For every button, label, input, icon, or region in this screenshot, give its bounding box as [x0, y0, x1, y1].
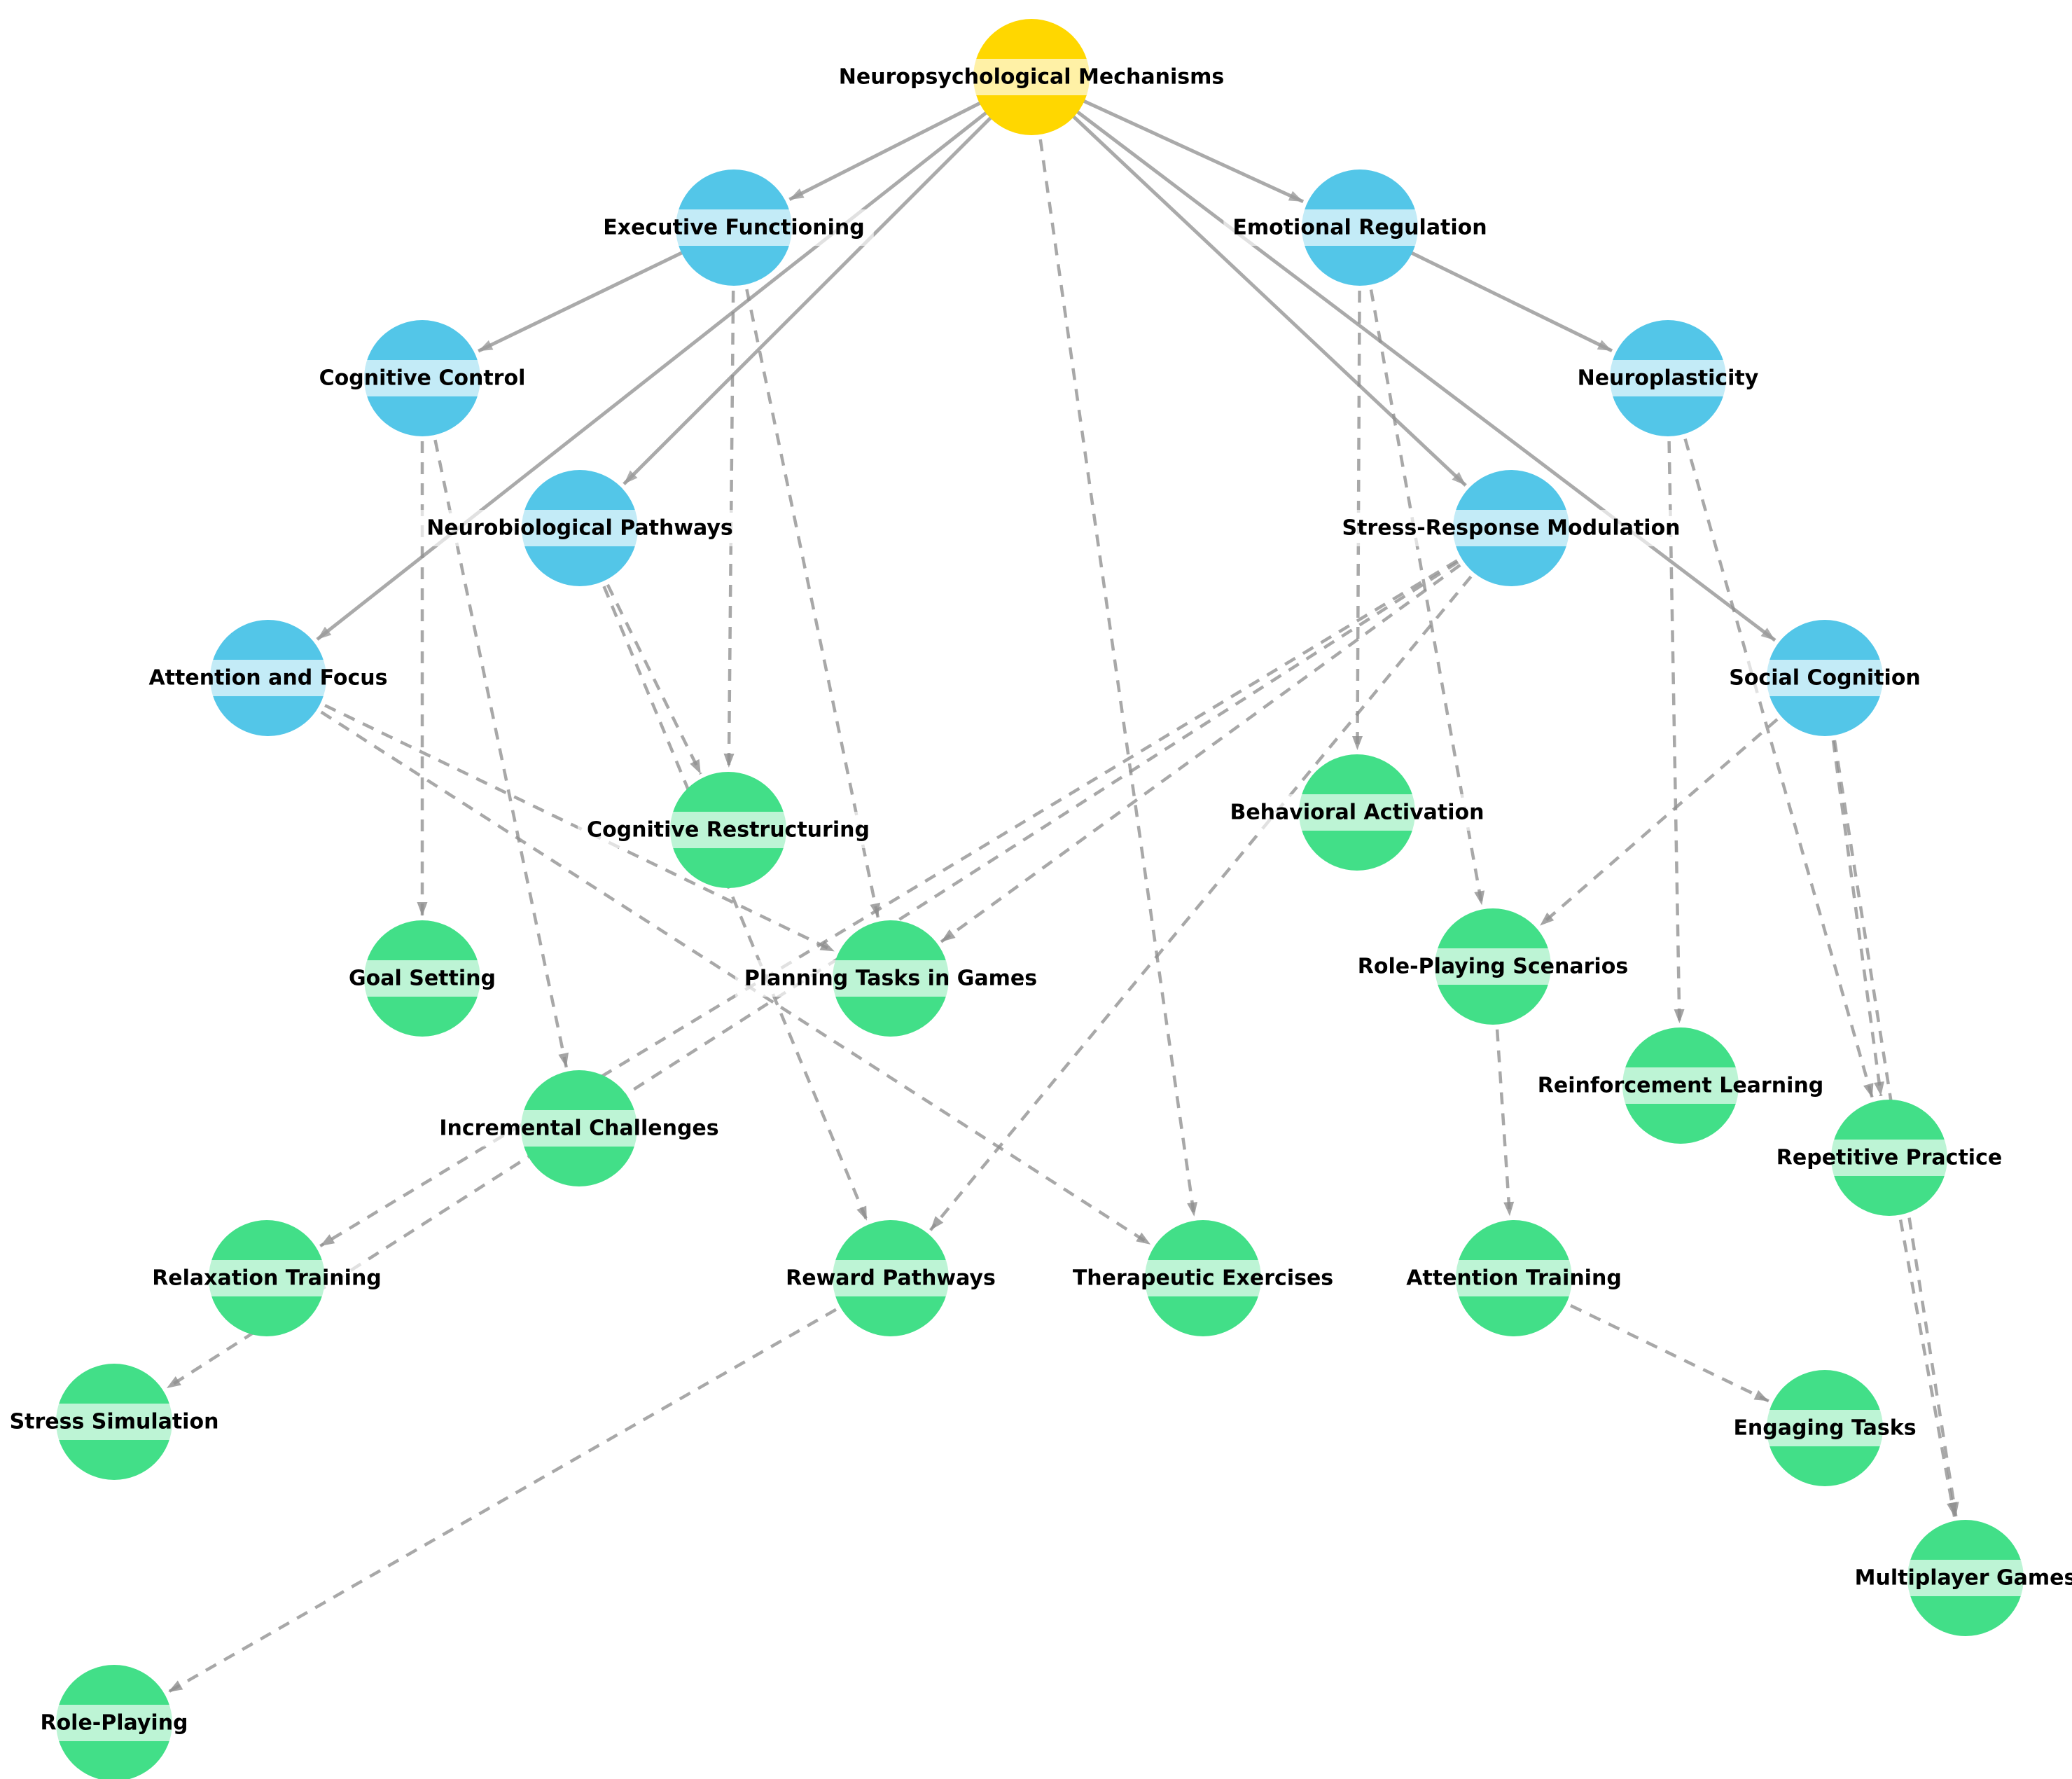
node-label-RWP: Reward Pathways — [786, 1266, 996, 1291]
edge-NP-RPR — [1666, 378, 1874, 1098]
edge-ER-BA — [1356, 227, 1362, 751]
edge-SRM-SS — [165, 527, 1513, 1390]
arrowhead-ER-NP — [1597, 340, 1613, 351]
node-label-RPS: Role-Playing Scenarios — [1358, 955, 1628, 979]
arrowhead-RPR-MG — [1947, 1502, 1957, 1517]
arrowhead-NP-RL — [1674, 1009, 1685, 1024]
node-label-SS: Stress Simulation — [10, 1410, 219, 1434]
edge-SRM-RWP — [929, 527, 1513, 1231]
label-band-RL — [1528, 1067, 1833, 1104]
label-band-SC — [1720, 660, 1930, 696]
arrowhead-SC-RPS — [1540, 912, 1555, 926]
label-band-GS — [340, 960, 505, 997]
label-band-RPR — [1767, 1140, 2012, 1176]
node-label-NP: Neuroplasticity — [1578, 366, 1759, 391]
edge-AF-TE — [267, 677, 1152, 1246]
label-band-MG — [1845, 1560, 2072, 1596]
arrowhead-NM-ER — [1288, 191, 1304, 202]
node-label-RT: Relaxation Training — [152, 1266, 382, 1291]
edge-ER-RPS — [1358, 227, 1484, 906]
node-label-RPR: Repetitive Practice — [1777, 1146, 2002, 1170]
edge-NM-SRM — [1030, 76, 1467, 487]
label-band-RT — [143, 1260, 391, 1296]
label-band-RWP — [777, 1260, 1005, 1296]
arrowhead-NBP-CR — [690, 759, 701, 775]
edge-NM-TE — [1029, 76, 1196, 1217]
node-label-PT: Planning Tasks in Games — [744, 967, 1037, 991]
edge-NM-SC — [1030, 76, 1777, 642]
node-label-SRM: Stress-Response Modulation — [1342, 516, 1680, 541]
arrowhead-SC-RPR — [1874, 1081, 1884, 1096]
label-band-ER — [1223, 209, 1496, 246]
label-band-CR — [578, 812, 879, 848]
label-band-EF — [594, 209, 874, 246]
label-band-SRM — [1333, 510, 1690, 546]
arrowhead-RPS-AT — [1503, 1201, 1515, 1217]
edge-layer — [165, 75, 1959, 1694]
arrowhead-AT-ET — [1753, 1390, 1769, 1401]
arrowhead-ER-RPS — [1474, 890, 1485, 906]
node-label-ER: Emotional Regulation — [1232, 216, 1487, 240]
node-label-GS: Goal Setting — [349, 967, 496, 991]
label-band-AF — [139, 660, 397, 696]
edge-EF-CR — [727, 227, 736, 768]
node-label-NBP: Neurobiological Pathways — [426, 516, 733, 541]
label-band-NP — [1568, 360, 1768, 396]
label-band-IC — [430, 1110, 728, 1147]
node-label-CC: Cognitive Control — [319, 366, 526, 391]
node-label-RPG: Role-Playing — [40, 1711, 188, 1736]
arrowhead-NM-TE — [1187, 1202, 1198, 1217]
label-band-PT — [735, 960, 1047, 997]
node-label-NM: Neuropsychological Mechanisms — [839, 65, 1224, 90]
node-label-CR: Cognitive Restructuring — [587, 818, 870, 843]
arrowhead-AF-TE — [1136, 1232, 1151, 1245]
node-label-AT: Attention Training — [1406, 1266, 1622, 1291]
arrowhead-ER-BA — [1352, 735, 1363, 751]
edge-SC-MG — [1823, 677, 1958, 1517]
node-label-RL: Reinforcement Learning — [1538, 1074, 1823, 1098]
node-label-ET: Engaging Tasks — [1733, 1416, 1916, 1441]
node-label-BA: Behavioral Activation — [1230, 801, 1484, 825]
arrowhead-SRM-RT — [320, 1234, 335, 1247]
label-band-SS — [0, 1404, 228, 1440]
node-label-EF: Executive Functioning — [603, 216, 865, 240]
node-label-SC: Social Cognition — [1729, 666, 1921, 691]
node-label-AF: Attention and Focus — [148, 666, 387, 691]
arrowhead-RWP-RPG — [168, 1680, 183, 1692]
label-band-NM — [829, 59, 1234, 95]
arrowhead-EF-CC — [478, 340, 494, 352]
arrowhead-NP-RPR — [1863, 1083, 1874, 1098]
edge-RPR-MG — [1887, 1157, 1956, 1517]
arrowhead-NM-EF — [789, 188, 805, 200]
label-band-NBP — [417, 510, 742, 546]
arrowhead-NM-SC — [1760, 628, 1776, 641]
node-label-TE: Therapeutic Exercises — [1073, 1266, 1333, 1291]
label-band-TE — [1063, 1260, 1343, 1296]
label-band-BA — [1221, 794, 1494, 831]
label-band-CC — [310, 360, 535, 396]
arrowhead-SRM-SS — [166, 1376, 181, 1389]
edge-RWP-RPG — [167, 1277, 892, 1694]
arrowhead-CC-GS — [417, 902, 428, 916]
node-label-IC: Incremental Challenges — [439, 1116, 718, 1141]
label-band-RPS — [1348, 948, 1638, 985]
arrowhead-NM-NBP — [623, 470, 638, 485]
arrowhead-SRM-PT — [941, 929, 956, 942]
arrowhead-SRM-RWP — [930, 1216, 944, 1231]
arrowhead-EF-CR — [723, 753, 735, 768]
label-band-RPG — [31, 1705, 197, 1741]
arrowhead-NBP-RWP — [856, 1205, 867, 1221]
node-label-MG: Multiplayer Games — [1855, 1566, 2072, 1591]
edge-NP-RL — [1666, 378, 1681, 1024]
arrowhead-CC-IC — [558, 1052, 569, 1067]
node-layer — [56, 19, 2024, 1779]
label-band-ET — [1724, 1410, 1926, 1446]
edge-NM-NBP — [623, 76, 1033, 485]
arrowhead-NM-AF — [317, 626, 332, 639]
edge-SRM-PT — [940, 527, 1513, 943]
label-band-AT — [1397, 1260, 1631, 1296]
arrowhead-NM-SRM — [1452, 471, 1466, 486]
